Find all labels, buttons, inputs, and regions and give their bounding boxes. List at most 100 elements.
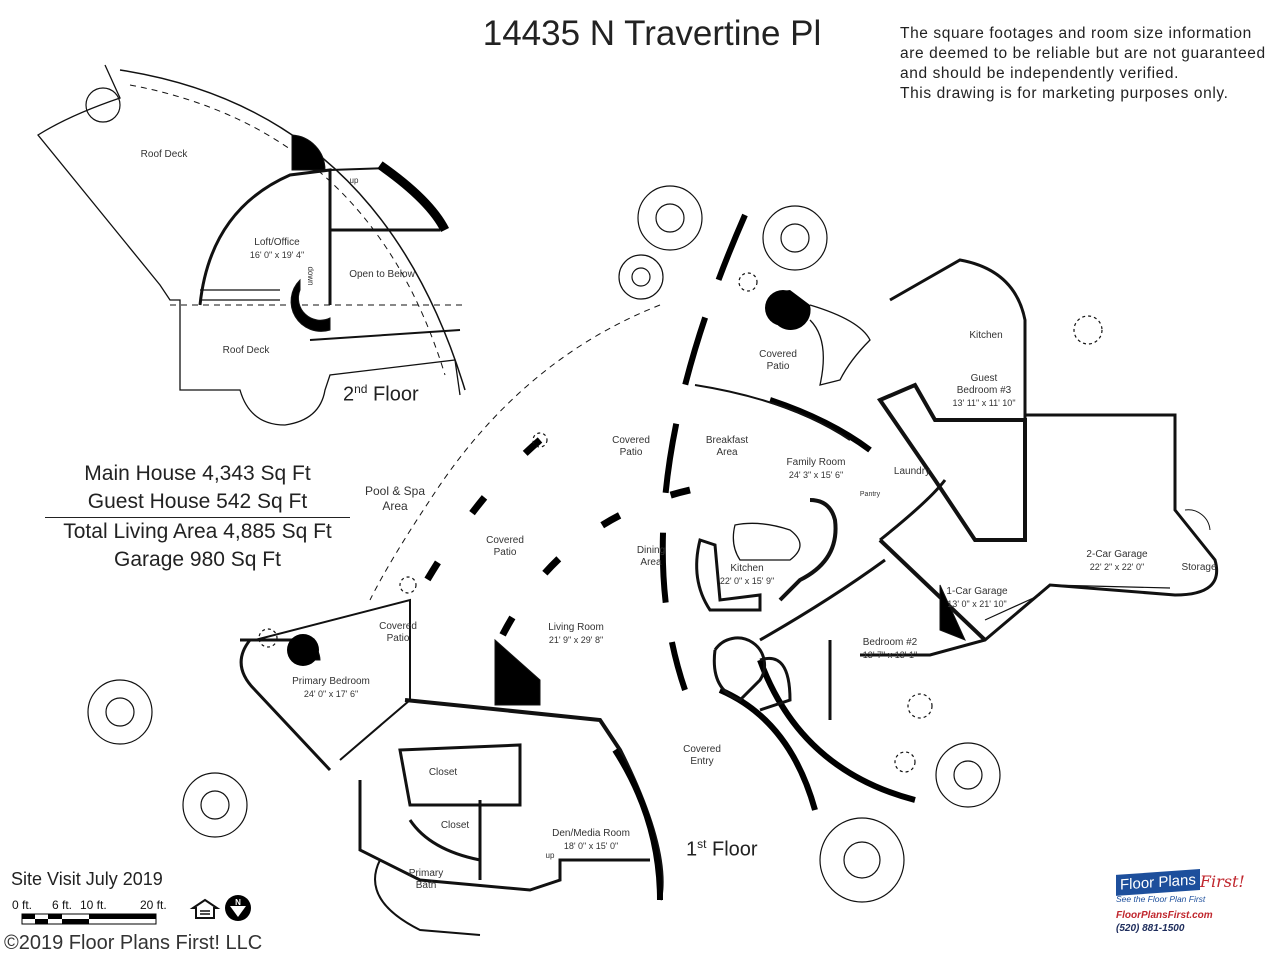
scale-label: 20 ft.: [140, 898, 167, 912]
label-line: Pool & Spa: [364, 484, 426, 498]
label-line: Primary Bedroom: [292, 676, 370, 687]
label-line: Patio: [493, 547, 517, 558]
north-arrow-icon: N: [225, 895, 251, 921]
room-closet: Closet: [428, 767, 458, 778]
floor-suffix: st: [697, 837, 707, 851]
room-guest-kitchen: Kitchen: [969, 330, 1003, 341]
north-label: N: [235, 898, 241, 907]
room-den-media: Den/Media Room 18' 0" x 15' 0": [552, 828, 630, 852]
label-line: Primary: [408, 868, 444, 879]
room-roof-deck: Roof Deck: [222, 345, 270, 356]
room-bedroom-2: Bedroom #2 13' 7" x 13' 1": [863, 637, 917, 661]
room-family-room: Family Room 24' 3" x 15' 6": [787, 457, 846, 481]
label-line: Patio: [766, 361, 790, 372]
equal-housing-icon: [189, 898, 221, 919]
logo-accent: First!: [1199, 872, 1245, 891]
room-size: 13' 0" x 21' 10": [947, 599, 1007, 609]
room-living-room: Living Room 21' 9" x 29' 8": [548, 622, 604, 646]
room-size: 21' 9" x 29' 8": [548, 635, 604, 645]
label-line: Bedroom #2: [862, 637, 918, 648]
disclaimer-line: This drawing is for marketing purposes o…: [900, 85, 1229, 102]
copyright: ©2019 Floor Plans First! LLC: [4, 932, 263, 954]
second-floor-plan: [37, 64, 466, 426]
label-line: Patio: [386, 633, 410, 644]
label-line: Family Room: [786, 457, 846, 468]
label-line: Covered: [759, 349, 797, 360]
room-pantry: Pantry: [859, 491, 881, 498]
label-line: Den/Media Room: [552, 828, 630, 839]
garage-area: Garage 980 Sq Ft: [114, 548, 281, 571]
first-floor-plan: [239, 213, 1218, 936]
scale-label: 10 ft.: [80, 898, 107, 912]
floor-number: 2: [343, 383, 355, 406]
floor-word: Floor: [706, 838, 758, 861]
room-kitchen: Kitchen 22' 0" x 15' 9": [720, 563, 774, 587]
room-closet: Closet: [440, 820, 470, 831]
main-house-area: Main House 4,343 Sq Ft: [84, 462, 311, 485]
room-size: 16' 0" x 19' 4": [249, 250, 305, 260]
room-roof-deck: Roof Deck: [140, 149, 188, 160]
label-line: Covered: [379, 621, 417, 632]
scale-label: 0 ft.: [12, 898, 33, 912]
scale-bar: [21, 913, 157, 925]
label-line: Area: [382, 499, 408, 513]
room-primary-bedroom: Primary Bedroom 24' 0" x 17' 6": [292, 676, 370, 700]
label-line: Patio: [619, 447, 643, 458]
label-line: Breakfast: [705, 435, 749, 446]
stair-up-label: up: [349, 176, 359, 185]
room-size: 13' 11" x 11' 10": [952, 398, 1016, 408]
room-storage: Storage: [1181, 562, 1217, 573]
room-size: 22' 2" x 22' 0": [1089, 562, 1145, 572]
total-living-area: Total Living Area 4,885 Sq Ft: [63, 520, 332, 543]
disclaimer-line: and should be independently verified.: [900, 65, 1180, 82]
label-line: Area: [716, 447, 738, 458]
disclaimer-line: are deemed to be reliable but are not gu…: [900, 45, 1266, 62]
scale-label: 6 ft.: [52, 898, 73, 912]
open-to-below: Open to Below: [349, 269, 415, 280]
room-1-car-garage: 1-Car Garage 13' 0" x 21' 10": [946, 586, 1007, 610]
summary-divider: [45, 517, 350, 518]
room-laundry: Laundry: [893, 466, 931, 477]
label-line: Living Room: [548, 622, 604, 633]
guest-house-area: Guest House 542 Sq Ft: [87, 490, 308, 513]
floor-word: Floor: [367, 383, 419, 406]
room-size: 24' 3" x 15' 6": [788, 470, 844, 480]
label-line: Kitchen: [730, 563, 764, 574]
site-visit-date: Site Visit July 2019: [11, 869, 163, 889]
disclaimer: The square footages and room size inform…: [900, 24, 1266, 104]
room-size: 22' 0" x 15' 9": [719, 576, 775, 586]
label-line: Covered: [683, 744, 721, 755]
label-line: 1-Car Garage: [946, 586, 1008, 597]
logo-tagline: See the Floor Plan First: [1116, 894, 1206, 904]
label-line: Covered: [486, 535, 524, 546]
second-floor-label: 2nd Floor: [343, 382, 419, 407]
room-size: 24' 0" x 17' 6": [303, 689, 359, 699]
label-line: Bedroom #3: [956, 385, 1012, 396]
label-line: 2-Car Garage: [1086, 549, 1148, 560]
label-line: Entry: [690, 756, 714, 767]
label-line: Guest: [970, 373, 998, 384]
landscape-trees: [87, 185, 1103, 903]
label-line: Covered: [612, 435, 650, 446]
logo-url: FloorPlansFirst.com: [1116, 910, 1213, 921]
room-size: 13' 7" x 13' 1": [862, 650, 918, 660]
property-title: 14435 N Travertine Pl: [482, 14, 822, 53]
logo-name: Floor Plans: [1116, 869, 1200, 896]
logo-phone: (520) 881-1500: [1116, 923, 1185, 934]
room-size: 18' 0" x 15' 0": [563, 841, 619, 851]
stair-up-label: up: [545, 851, 555, 860]
label-line: Dining: [636, 545, 666, 556]
first-floor-label: 1st Floor: [686, 837, 758, 862]
floor-number: 1: [686, 838, 698, 861]
